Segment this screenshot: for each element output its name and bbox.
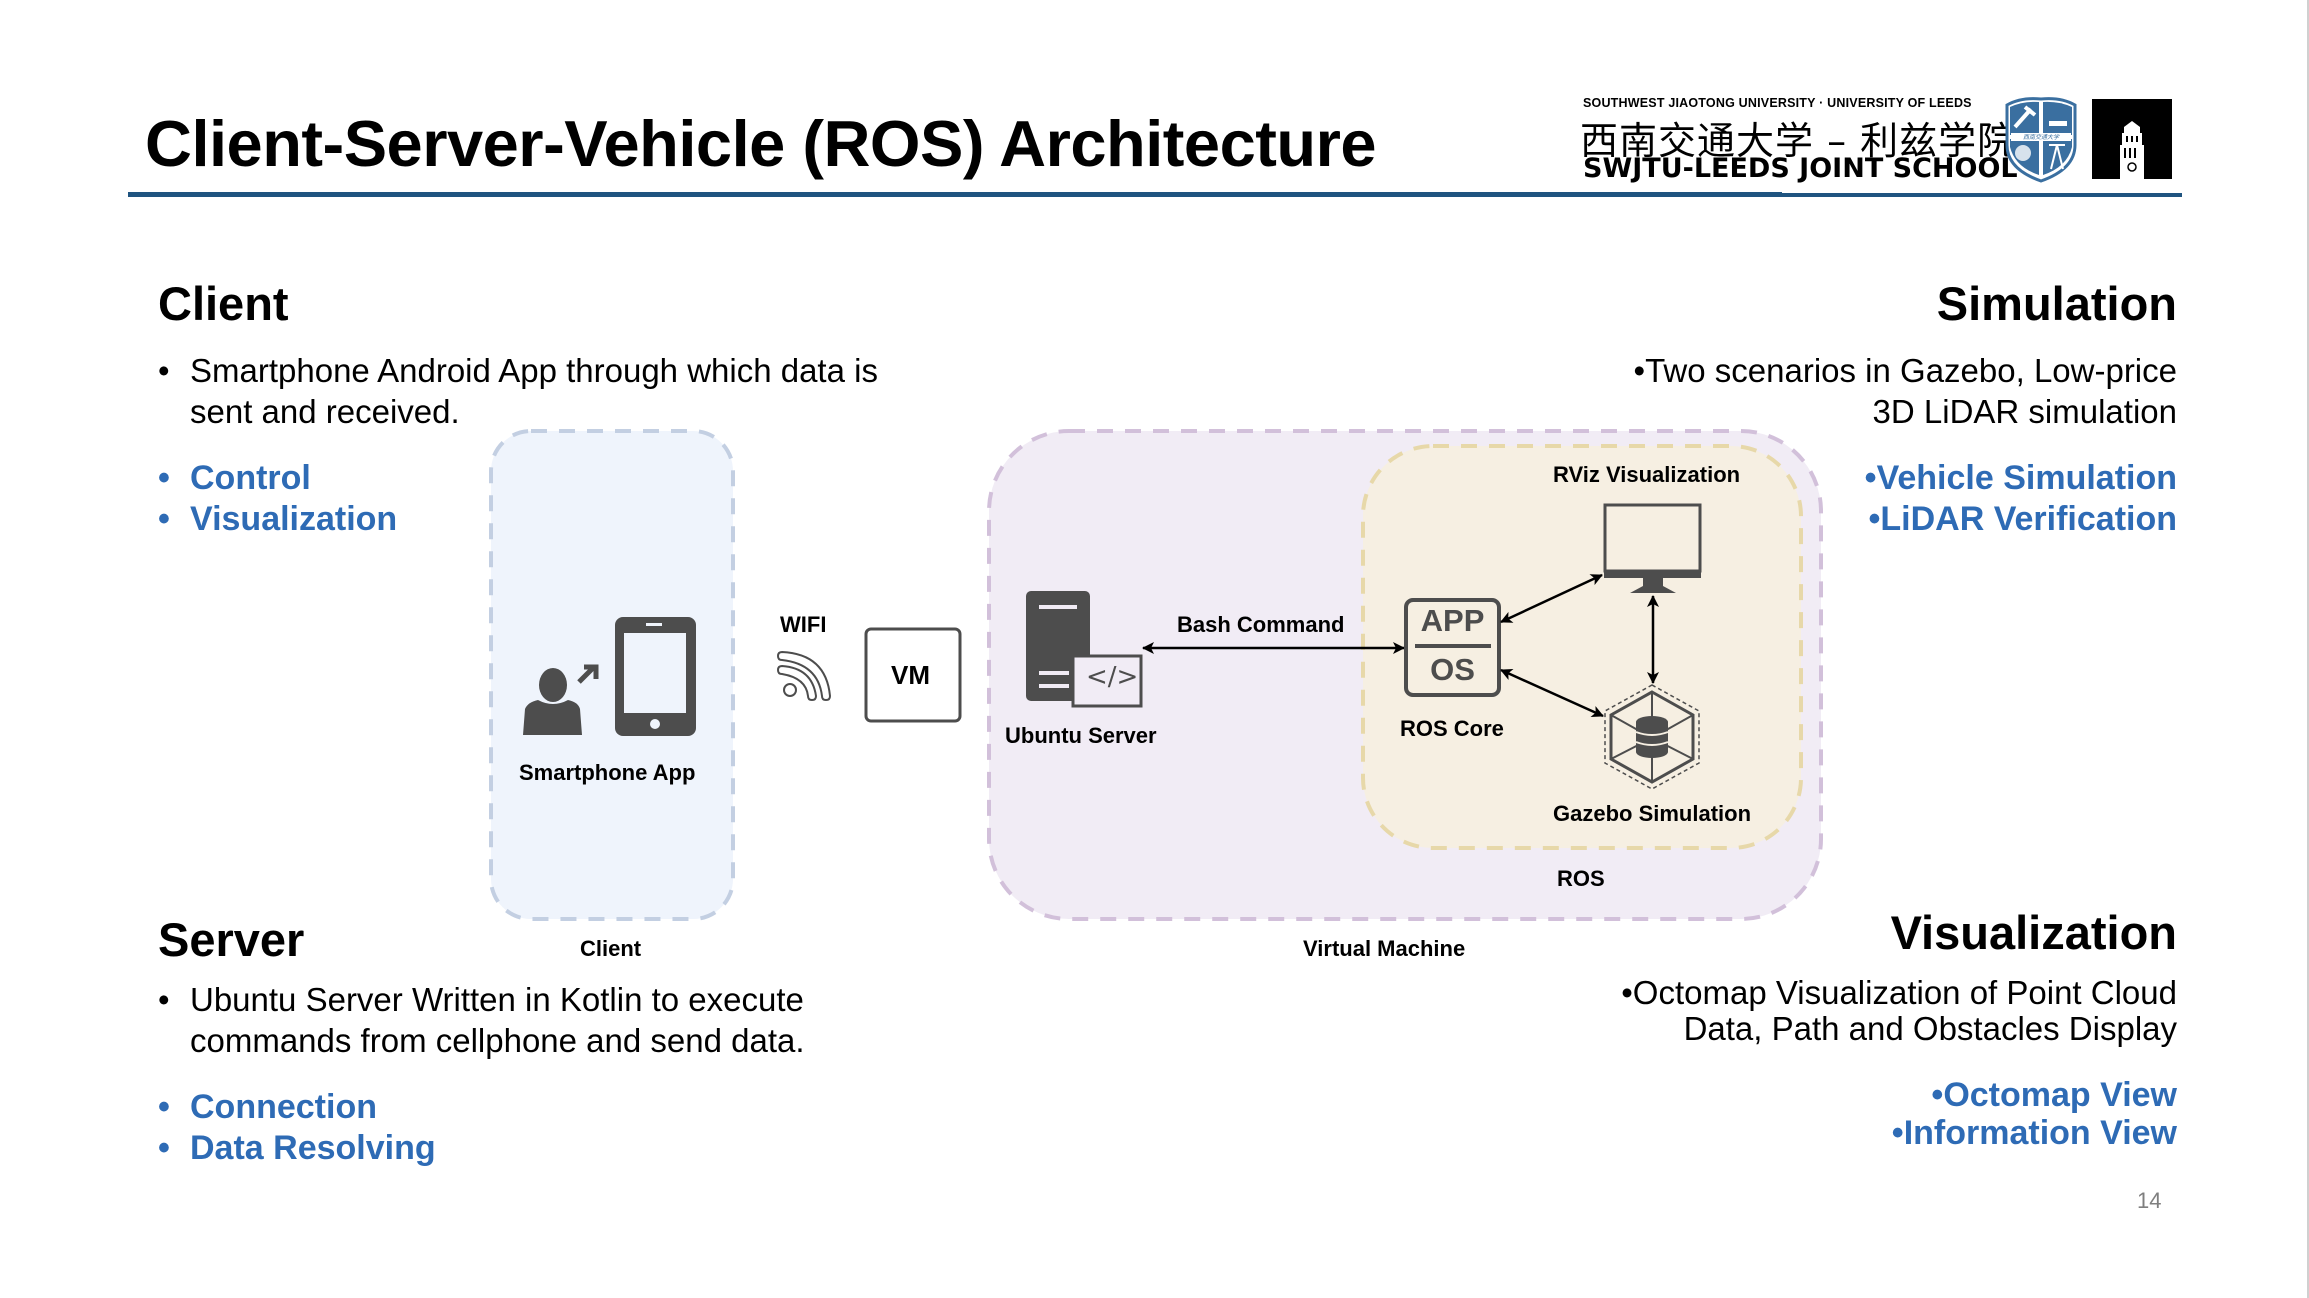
gazebo-simulation-icon: [1604, 684, 1700, 790]
ros-group-label: ROS: [1557, 866, 1605, 891]
ros-core-label: ROS Core: [1400, 716, 1504, 741]
bullet-icon: •: [1931, 1076, 1944, 1114]
rviz-visualization-label: RViz Visualization: [1553, 462, 1741, 487]
visualization-heading: Visualization: [1890, 906, 2177, 959]
title-underline-extension: [1780, 193, 2182, 197]
list-item: •Octomap View: [1872, 1076, 2177, 1114]
simulation-feature-list: •Vehicle Simulation •LiDAR Verification: [1845, 458, 2177, 540]
bullet-icon: •: [158, 352, 170, 389]
ros-core-os-text: OS: [1430, 652, 1475, 687]
code-icon: </>: [1086, 662, 1139, 692]
client-heading: Client: [158, 277, 289, 330]
smartphone-app-label: Smartphone App: [519, 760, 696, 785]
vm-box: [864, 627, 962, 723]
vm-label: VM: [891, 660, 930, 690]
wifi-icon: [776, 650, 832, 702]
client-feature-list: •Control •Visualization: [158, 458, 397, 540]
visualization-description: •Octomap Visualization of Point Cloud Da…: [1377, 975, 2177, 1047]
svg-text:西南交通大学: 西南交通大学: [2023, 133, 2060, 141]
simulation-description: •Two scenarios in Gazebo, Low-price 3D L…: [1477, 350, 2177, 432]
list-item: •Connection: [158, 1088, 377, 1126]
list-item: •Control: [158, 459, 311, 497]
title-underline: [128, 192, 1782, 197]
server-feature-list: •Connection •Data Resolving: [158, 1087, 436, 1169]
core-to-gazebo-arrow: [1500, 668, 1604, 718]
monitor-icon: [1603, 503, 1702, 593]
ros-core-app-text: APP: [1420, 603, 1485, 638]
bullet-icon: •: [158, 500, 170, 538]
list-item: •Information View: [1872, 1114, 2177, 1152]
list-item: •Visualization: [158, 500, 398, 538]
core-to-rviz-arrow: [1500, 573, 1603, 624]
swjtu-crest-icon: 西南交通大学: [2005, 97, 2077, 183]
bullet-icon: •: [158, 1088, 170, 1126]
leeds-clock-tower-icon: [2092, 99, 2172, 179]
client-group-box: [489, 429, 735, 921]
gazebo-simulation-label: Gazebo Simulation: [1553, 801, 1752, 826]
bullet-icon: •: [158, 459, 170, 497]
bullet-icon: •: [1868, 500, 1881, 538]
client-description: •Smartphone Android App through which da…: [158, 352, 878, 430]
list-item: •LiDAR Verification: [1845, 499, 2177, 540]
bullet-icon: •: [158, 981, 170, 1018]
slide-title: Client-Server-Vehicle (ROS) Architecture: [145, 107, 1377, 180]
bullet-icon: •: [158, 1129, 170, 1167]
ros-core-icon: [1404, 598, 1501, 697]
visualization-feature-list: •Octomap View •Information View: [1872, 1076, 2177, 1152]
user-icon: [523, 664, 599, 735]
logo-chinese-name: 西南交通大学 – 利兹学院: [1580, 119, 2017, 163]
bash-command-label: Bash Command: [1177, 612, 1345, 637]
server-heading: Server: [158, 913, 305, 966]
list-item: •Vehicle Simulation: [1845, 458, 2177, 499]
smartphone-icon: [615, 617, 696, 736]
simulation-heading: Simulation: [1936, 277, 2177, 330]
server-description: •Ubuntu Server Written in Kotlin to exec…: [158, 981, 805, 1059]
logo-english-name: SWJTU-LEEDS JOINT SCHOOL: [1583, 153, 2018, 184]
client-group-label: Client: [580, 936, 642, 961]
bullet-icon: •: [1864, 459, 1877, 497]
list-item: •Data Resolving: [158, 1129, 436, 1167]
wifi-label: WIFI: [780, 612, 827, 637]
logo-university-names: SOUTHWEST JIAOTONG UNIVERSITY · UNIVERSI…: [1583, 96, 1972, 110]
bullet-icon: •: [1891, 1114, 1904, 1152]
server-icon: [1026, 591, 1143, 708]
page-number: 14: [2137, 1188, 2162, 1213]
bullet-icon: •: [1621, 974, 1633, 1011]
ubuntu-server-label: Ubuntu Server: [1005, 723, 1157, 748]
virtual-machine-group-label: Virtual Machine: [1303, 936, 1466, 961]
bullet-icon: •: [1633, 352, 1646, 389]
